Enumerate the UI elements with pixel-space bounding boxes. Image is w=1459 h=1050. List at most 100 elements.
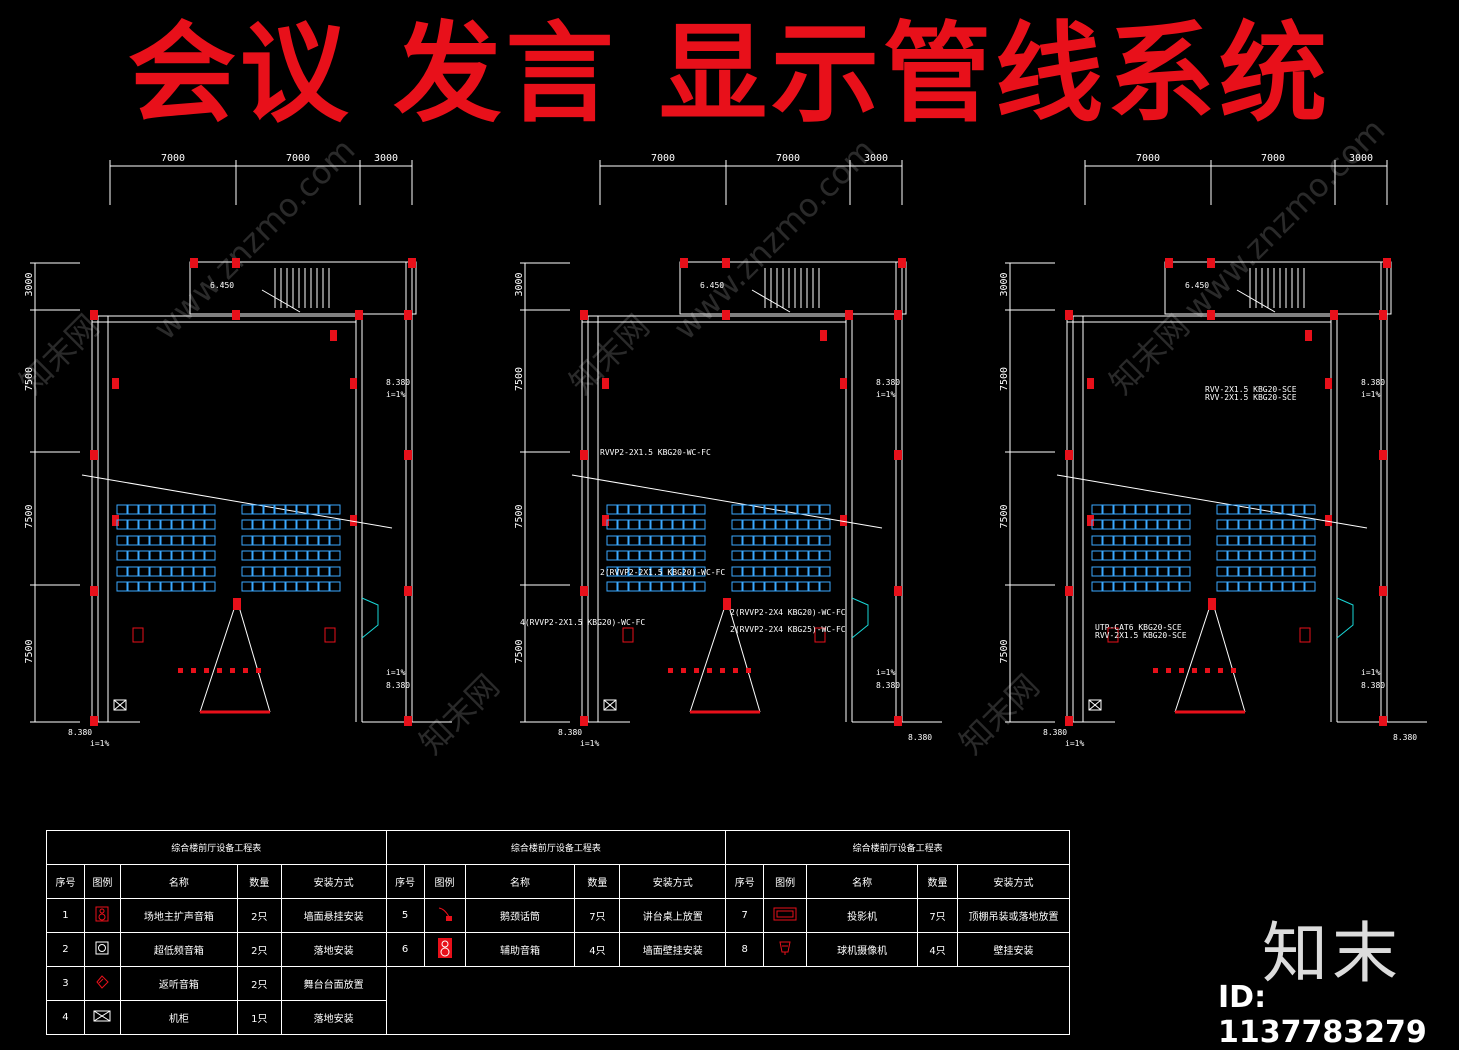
header-qty: 数量 [917, 864, 958, 899]
stair-arrow [751, 289, 791, 313]
speaker-marker [602, 515, 609, 526]
seat [160, 519, 172, 530]
row-name: 鹅颈话筒 [464, 898, 576, 933]
column [722, 310, 730, 320]
seat [263, 504, 275, 515]
legend-section-title-3: 综合楼前厅设备工程表 [725, 830, 1070, 865]
cable-note: RVVP2-2X1.5 KBG20-WC-FC [600, 448, 711, 457]
seat [182, 581, 194, 592]
seat [241, 581, 253, 592]
dimension-label: 7500 [24, 639, 35, 663]
seat [661, 504, 673, 515]
microphone-marker [217, 668, 222, 673]
sight-line [571, 474, 883, 529]
seat [241, 566, 253, 577]
seat [296, 519, 308, 530]
cable-note: 2(RVVP2-2X1.5 KBG20)-WC-FC [600, 568, 725, 577]
seat [307, 550, 319, 561]
seat [1091, 550, 1103, 561]
legend-row: 1 场地主扩声音箱 2只 墙面悬挂安装 5 鹅颈话筒 7只 讲台桌上放置 7 投… [46, 898, 1071, 933]
slope-label: i=1% [1361, 668, 1380, 677]
stair-enclosure [189, 261, 417, 315]
seat [127, 550, 139, 561]
dimension-label: 7000 [286, 153, 310, 164]
seat [1091, 504, 1103, 515]
row-no: 6 [385, 932, 425, 967]
header-qty: 数量 [236, 864, 282, 899]
speaker-marker [330, 330, 337, 341]
column [90, 586, 98, 596]
level-label: 8.380 [1361, 681, 1385, 690]
seat [661, 519, 673, 530]
seat [1146, 504, 1158, 515]
column [1379, 586, 1387, 596]
seat [116, 504, 128, 515]
seat [628, 535, 640, 546]
seat [307, 519, 319, 530]
seat [1102, 550, 1114, 561]
seat [182, 566, 194, 577]
seat [819, 566, 831, 577]
seat [1238, 550, 1250, 561]
column [404, 586, 412, 596]
seat [171, 504, 183, 515]
seat [1293, 581, 1305, 592]
seat [252, 535, 264, 546]
cabinet-marker [132, 627, 144, 643]
seat [694, 504, 706, 515]
column [722, 258, 730, 268]
seat [672, 566, 684, 577]
stair-enclosure [1164, 261, 1392, 315]
speaker-marker [1325, 515, 1332, 526]
projection-line [199, 599, 238, 713]
microphone-marker [1231, 668, 1236, 673]
legend-row: 4 机柜 1只 落地安装 [46, 1000, 1070, 1035]
microphone-marker [681, 668, 686, 673]
seat [149, 566, 161, 577]
seat [252, 519, 264, 530]
speaker-marker [1087, 515, 1094, 526]
seat [1216, 519, 1228, 530]
seat [819, 504, 831, 515]
seat [797, 581, 809, 592]
seat [764, 550, 776, 561]
seat [274, 504, 286, 515]
seat [193, 519, 205, 530]
seat [1102, 519, 1114, 530]
seat [1102, 535, 1114, 546]
seat [1157, 566, 1169, 577]
dimension-label: 7500 [514, 639, 525, 663]
cable-note: 4(RVVP2-2X1.5 KBG20)-WC-FC [520, 618, 645, 627]
seat [819, 581, 831, 592]
seat [263, 535, 275, 546]
seat [639, 566, 651, 577]
header-mount: 安装方式 [619, 864, 727, 899]
seat [731, 535, 743, 546]
column [190, 258, 198, 268]
seat [617, 581, 629, 592]
seat [204, 550, 216, 561]
seat [193, 581, 205, 592]
seat [1091, 519, 1103, 530]
seat [1282, 535, 1294, 546]
seat [606, 519, 618, 530]
seat [1157, 504, 1169, 515]
seat [775, 519, 787, 530]
seat [1091, 566, 1103, 577]
header-no: 序号 [385, 864, 425, 899]
header-qty: 数量 [574, 864, 621, 899]
microphone-marker [733, 668, 738, 673]
seat [318, 535, 330, 546]
seat [753, 581, 765, 592]
level-label: 6.450 [1185, 281, 1209, 290]
seat [1168, 504, 1180, 515]
seat [683, 581, 695, 592]
seat [797, 504, 809, 515]
seat [1113, 535, 1125, 546]
seat [204, 535, 216, 546]
seat [1293, 550, 1305, 561]
seat [617, 519, 629, 530]
header-name: 名称 [806, 864, 919, 899]
seat [171, 581, 183, 592]
subwoofer-icon [83, 932, 121, 967]
